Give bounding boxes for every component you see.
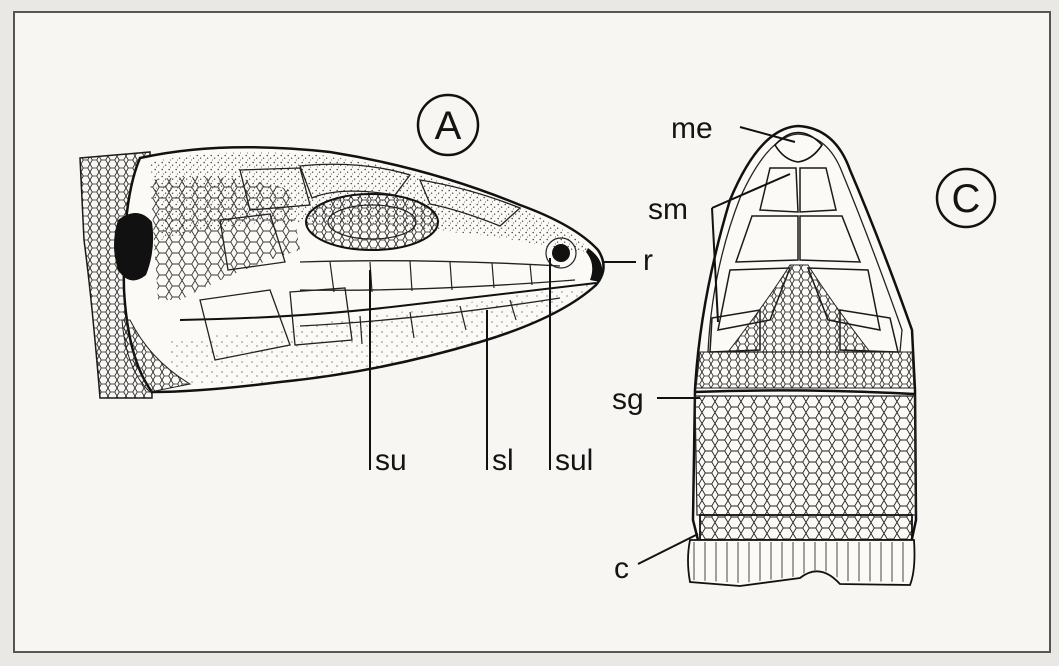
label-su: su [375, 444, 407, 477]
label-c: c [614, 552, 629, 585]
label-r: r [643, 244, 653, 277]
label-sm: sm [648, 193, 688, 226]
gular-scales-lower [696, 352, 914, 388]
label-sl: sl [492, 444, 514, 477]
label-sul: sul [555, 444, 593, 477]
label-sg: sg [612, 383, 644, 416]
nostril [552, 244, 570, 262]
eye-lid [306, 194, 438, 250]
label-me: me [671, 112, 713, 145]
panel-a-label: A [435, 104, 462, 148]
panel-c-label: C [952, 177, 981, 221]
collar-row [700, 515, 912, 540]
ear-opening [114, 213, 153, 280]
throat-scales [695, 396, 916, 515]
